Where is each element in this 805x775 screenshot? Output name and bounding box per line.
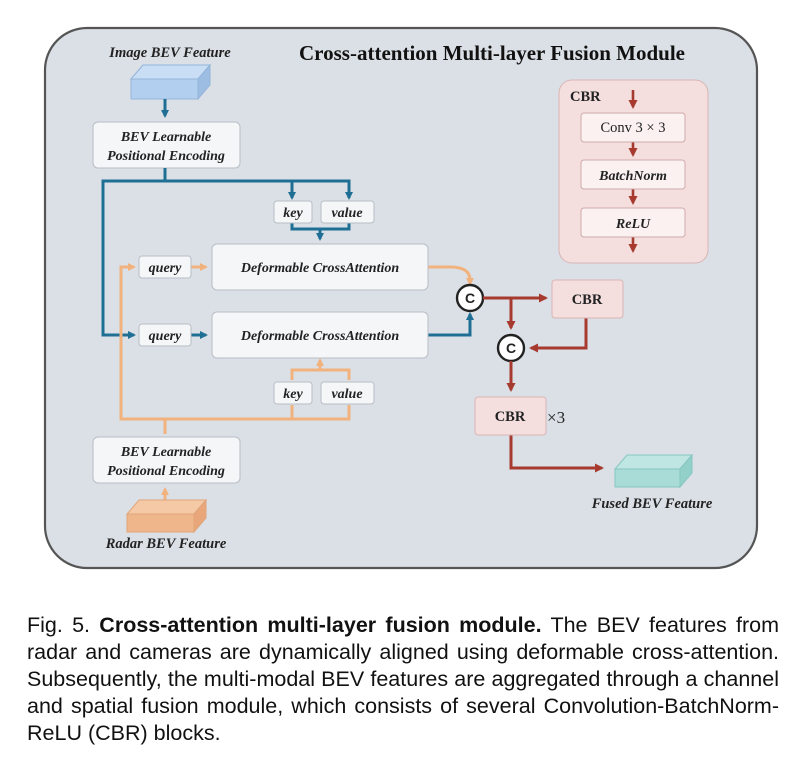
fusion-paths bbox=[483, 293, 604, 473]
cbr-conv-label: Conv 3 × 3 bbox=[601, 120, 666, 136]
bottom-key-box bbox=[273, 381, 313, 405]
pos-enc-top-line1: BEV Learnable bbox=[120, 130, 211, 145]
fusion-module-diagram: Cross-attention Multi-layer Fusion Modul… bbox=[43, 26, 759, 570]
pos-enc-bottom-line1: BEV Learnable bbox=[120, 445, 211, 460]
cbr-batchnorm-label: BatchNorm bbox=[598, 169, 667, 184]
upper-query-label: query bbox=[149, 261, 182, 276]
radar-bev-feature-block bbox=[125, 498, 208, 534]
upper-deformable-attention-label: Deformable CrossAttention bbox=[240, 261, 400, 276]
cbr-batchnorm-box bbox=[580, 159, 686, 190]
lower-query-box bbox=[138, 323, 192, 347]
caption-label: Fig. 5. bbox=[27, 613, 91, 637]
top-key-box bbox=[273, 200, 313, 224]
bottom-value-box bbox=[320, 381, 375, 405]
cbr-relu-label: ReLU bbox=[615, 217, 651, 232]
cbr-conv-box bbox=[580, 112, 686, 143]
lower-deformable-attention-label: Deformable CrossAttention bbox=[240, 329, 400, 344]
top-value-box bbox=[320, 200, 375, 224]
camera-feature-paths bbox=[101, 168, 474, 339]
figure-caption: Fig. 5. Cross-attention multi-layer fusi… bbox=[27, 612, 779, 747]
fused-bev-feature-block bbox=[613, 453, 694, 489]
image-bev-feature-block bbox=[129, 63, 212, 101]
cbr-detail-title: CBR bbox=[570, 89, 601, 105]
lower-query-label: query bbox=[149, 329, 182, 344]
caption-bold: Cross-attention multi-layer fusion modul… bbox=[99, 613, 542, 637]
bottom-value-label: value bbox=[331, 387, 362, 402]
cbr-block-channel-label: CBR bbox=[572, 292, 603, 308]
radar-feature-paths bbox=[119, 263, 474, 434]
top-key-label: key bbox=[283, 206, 303, 221]
upper-deformable-attention-box bbox=[211, 243, 429, 291]
image-bev-feature-label: Image BEV Feature bbox=[108, 45, 231, 61]
lower-deformable-attention-box bbox=[211, 311, 429, 359]
pos-enc-bottom-line2: Positional Encoding bbox=[107, 464, 225, 479]
diagram-title: Cross-attention Multi-layer Fusion Modul… bbox=[299, 41, 685, 65]
fused-bev-feature-label: Fused BEV Feature bbox=[591, 496, 713, 512]
upper-query-box bbox=[138, 255, 192, 279]
cbr-relu-box bbox=[580, 207, 686, 238]
caption-text: The BEV features from radar and cameras … bbox=[27, 613, 779, 745]
cbr-block-channel bbox=[551, 279, 624, 319]
cbr-block-repeat bbox=[474, 396, 547, 436]
bottom-key-label: key bbox=[283, 387, 303, 402]
radar-bev-feature-label: Radar BEV Feature bbox=[105, 536, 227, 552]
top-value-label: value bbox=[331, 206, 362, 221]
pos-enc-bottom-box bbox=[92, 436, 241, 484]
concat-node-lower-label: C bbox=[506, 340, 516, 356]
concat-node-upper-label: C bbox=[465, 290, 475, 306]
cbr-block-repeat-label: CBR bbox=[495, 409, 526, 425]
repeat-count-label: ×3 bbox=[547, 408, 565, 427]
pos-enc-top-line2: Positional Encoding bbox=[107, 149, 225, 164]
